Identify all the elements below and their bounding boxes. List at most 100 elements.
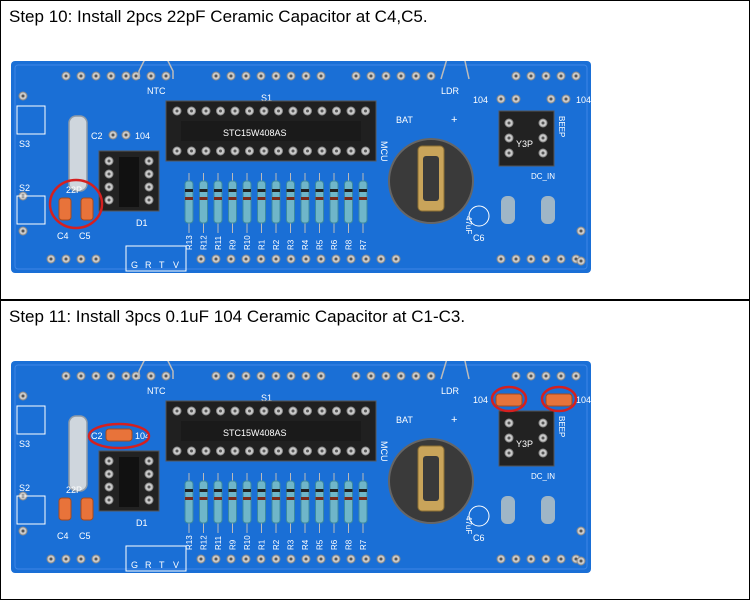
resistor-band xyxy=(185,197,193,200)
pad-hole xyxy=(248,149,251,153)
pad-hole xyxy=(379,257,383,261)
pad-hole xyxy=(306,149,309,153)
pad-hole xyxy=(541,136,545,140)
pad-hole xyxy=(233,149,237,153)
resistor-band xyxy=(243,497,251,500)
c45-value-label: 22P xyxy=(66,485,82,495)
pad-hole xyxy=(559,74,563,78)
pad-hole xyxy=(244,374,248,378)
c5-label: C5 xyxy=(79,231,91,241)
resistor xyxy=(199,180,208,224)
c4-label: C4 xyxy=(57,231,69,241)
pad-hole xyxy=(529,74,533,78)
resistor-band xyxy=(228,489,237,492)
pad-hole xyxy=(289,257,293,261)
pad-hole xyxy=(364,409,367,413)
resistor-band xyxy=(199,189,208,192)
c2-value-label: 104 xyxy=(135,131,150,141)
switch-outline xyxy=(16,105,46,135)
pad-hole xyxy=(544,374,548,378)
pad-hole xyxy=(369,74,373,78)
pad-hole xyxy=(107,159,111,163)
resistor-band xyxy=(330,497,338,500)
resistor xyxy=(228,180,237,224)
pad-hole xyxy=(499,97,503,101)
resistor-band xyxy=(185,189,193,192)
pad-hole xyxy=(164,74,168,78)
resistor-label: R11 xyxy=(214,535,223,550)
c2-label: C2 xyxy=(91,131,103,141)
ldr-label: LDR xyxy=(441,386,460,396)
pad-hole xyxy=(304,374,308,378)
pad-hole xyxy=(319,557,323,561)
capacitor-c4 xyxy=(58,197,72,221)
pad-hole xyxy=(364,149,367,153)
pad-hole xyxy=(107,498,111,502)
pad-hole xyxy=(190,109,193,113)
resistor-label: R1 xyxy=(258,539,267,550)
resistor-band xyxy=(301,189,309,192)
step-caption: Step 11: Install 3pcs 0.1uF 104 Ceramic … xyxy=(9,307,466,326)
resistor-label: R2 xyxy=(272,239,281,250)
highlight-c1 xyxy=(490,385,528,413)
cap-value-label: 47uF xyxy=(464,516,473,534)
resistor-band xyxy=(228,497,237,500)
pad-hole xyxy=(429,74,433,78)
pad-hole xyxy=(579,259,583,263)
pad-hole xyxy=(109,374,113,378)
pad-hole xyxy=(64,557,68,561)
pad-hole xyxy=(414,374,418,378)
resistor xyxy=(344,480,353,524)
pad-hole xyxy=(335,409,338,413)
capacitor-c1 xyxy=(495,393,523,407)
pad-hole xyxy=(306,409,309,413)
resistor-label: R12 xyxy=(200,535,209,550)
pad-hole xyxy=(349,109,353,113)
pad-hole xyxy=(544,257,548,261)
capacitor-c5 xyxy=(80,197,94,221)
resistor-band xyxy=(272,497,280,500)
resistor-band xyxy=(286,489,295,492)
pad-hole xyxy=(147,459,151,463)
d1-label: D1 xyxy=(136,218,148,228)
mcu-chip-label: STC15W408AS xyxy=(223,128,287,138)
pad-hole xyxy=(244,557,248,561)
pad-hole xyxy=(262,449,266,453)
resistor-label: R6 xyxy=(330,239,339,250)
pad-hole xyxy=(111,133,115,137)
pad-hole xyxy=(94,374,98,378)
pad-hole xyxy=(107,459,111,463)
resistor xyxy=(286,480,295,524)
resistor xyxy=(300,180,310,224)
pad-hole xyxy=(364,257,368,261)
c1-value-label: 104 xyxy=(473,395,488,405)
pad-hole xyxy=(574,374,578,378)
pad-hole xyxy=(291,409,295,413)
resistor-label: R4 xyxy=(301,239,310,250)
cap-value-label: 47uF xyxy=(464,216,473,234)
resistor xyxy=(300,480,310,524)
pad-hole xyxy=(319,74,323,78)
pad-hole xyxy=(549,97,553,101)
pad-hole xyxy=(541,421,545,425)
c5-label: C5 xyxy=(79,531,91,541)
pad-hole xyxy=(94,74,98,78)
electrolytic-outline xyxy=(468,205,490,227)
ntc-label: NTC xyxy=(147,86,166,96)
pad-hole xyxy=(291,449,295,453)
s1-label: S1 xyxy=(261,393,272,403)
resistor-band xyxy=(214,489,222,492)
pad-hole xyxy=(364,557,368,561)
pad-hole xyxy=(259,374,263,378)
pad-hole xyxy=(304,74,308,78)
pad-hole xyxy=(384,374,388,378)
bat-label: BAT xyxy=(396,115,413,125)
resistor-band xyxy=(214,497,222,500)
header-pin-label: T xyxy=(159,260,165,270)
pad-hole xyxy=(107,472,111,476)
pad-hole xyxy=(289,557,293,561)
pad-hole xyxy=(147,198,151,202)
pad-hole xyxy=(21,529,25,533)
resistor-band xyxy=(286,189,295,192)
resistor-label: R13 xyxy=(185,235,194,250)
